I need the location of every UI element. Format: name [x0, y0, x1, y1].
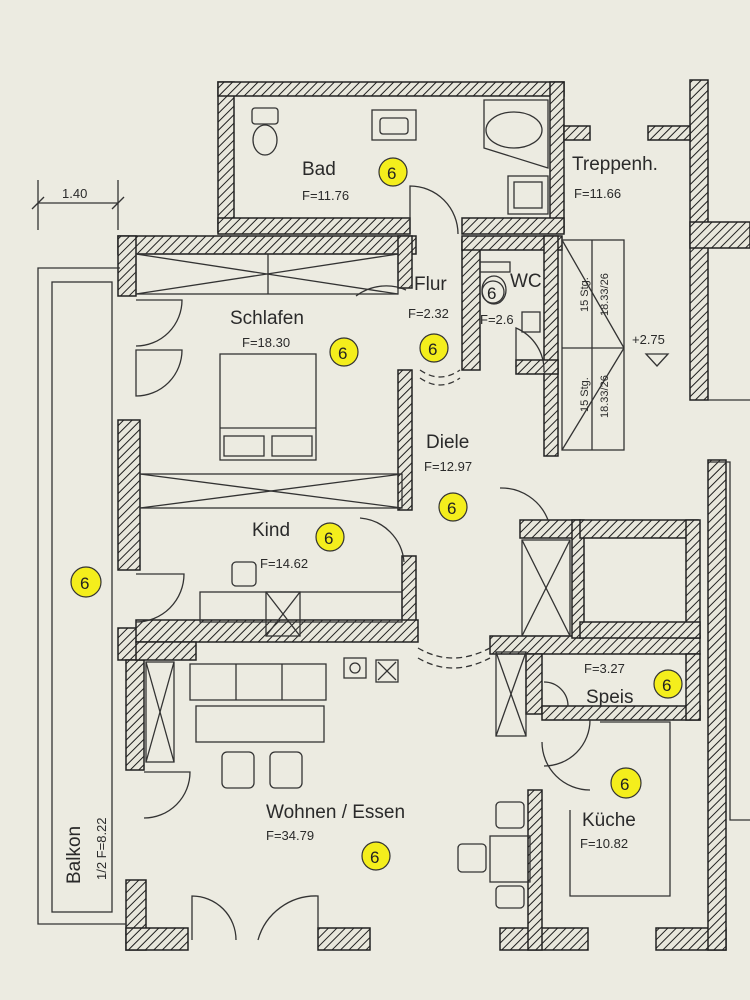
room-area-kueche: F=10.82: [580, 836, 628, 851]
marker-wohnen: 6: [361, 841, 391, 871]
room-name-balkon: Balkon: [64, 826, 85, 884]
room-area-balkon: 1/2 F=8.22: [94, 817, 109, 880]
dimension-label: 1.40: [62, 186, 87, 201]
stair-lower-count: 15 Stg.: [579, 377, 591, 412]
room-area-wc: F=2.6: [480, 312, 514, 327]
room-area-flur: F=2.32: [408, 306, 449, 321]
stair-upper-ratio: 18.33/26: [599, 273, 611, 316]
marker-kind: 6: [315, 522, 345, 552]
marker-wc: 6: [481, 280, 505, 304]
room-name-bad: Bad: [302, 159, 336, 180]
room-area-bad: F=11.76: [302, 188, 349, 203]
room-name-schlafen: Schlafen: [230, 308, 304, 329]
marker-speis: 6: [653, 669, 683, 699]
stair-upper-count: 15 Stg.: [579, 277, 591, 312]
marker-label: 6: [324, 529, 333, 548]
marker-label: 6: [428, 340, 437, 359]
marker-label: 6: [387, 164, 396, 183]
room-area-kind: F=14.62: [260, 556, 308, 571]
room-name-diele: Diele: [426, 432, 469, 453]
marker-label: 6: [370, 848, 379, 867]
room-area-speis: F=3.27: [584, 661, 625, 676]
marker-bad: 6: [378, 157, 408, 187]
marker-label: 6: [620, 775, 629, 794]
walls: [117, 79, 750, 951]
room-area-treppenhaus: F=11.66: [574, 186, 621, 201]
marker-schlafen: 6: [329, 337, 359, 367]
room-name-flur: Flur: [414, 274, 447, 295]
marker-label: 6: [447, 499, 456, 518]
marker-flur: 6: [419, 333, 449, 363]
marker-balkon: 6: [70, 566, 102, 598]
room-area-wohnen: F=34.79: [266, 828, 314, 843]
level-label: +2.75: [632, 332, 665, 347]
marker-label: 6: [662, 676, 671, 695]
marker-kueche: 6: [610, 767, 642, 799]
room-area-schlafen: F=18.30: [242, 335, 290, 350]
room-name-speis: Speis: [586, 687, 634, 708]
room-labels: Bad F=11.76 Treppenh. F=11.66 Flur F=2.3…: [62, 154, 665, 884]
room-name-treppenhaus: Treppenh.: [572, 154, 658, 175]
room-name-wc: WC: [510, 271, 542, 292]
room-name-wohnen: Wohnen / Essen: [266, 802, 405, 823]
markers: 6 6 6 6 6 6 6 6 6 6: [70, 157, 683, 871]
marker-label: 6: [487, 284, 496, 303]
room-name-kind: Kind: [252, 520, 290, 541]
marker-label: 6: [338, 344, 347, 363]
room-area-diele: F=12.97: [424, 459, 472, 474]
marker-label: 6: [80, 574, 89, 593]
marker-diele: 6: [438, 492, 468, 522]
stair-lower-ratio: 18.33/26: [599, 375, 611, 418]
room-name-kueche: Küche: [582, 810, 636, 831]
